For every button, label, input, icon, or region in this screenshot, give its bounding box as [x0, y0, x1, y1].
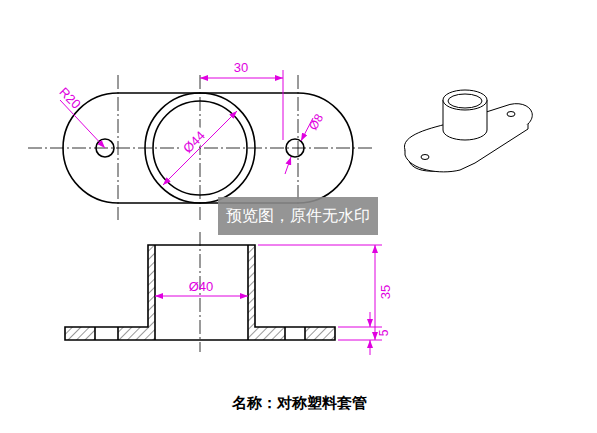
center-lines: [28, 75, 372, 352]
radius-dimension: R20: [57, 85, 83, 111]
top-view: [63, 93, 353, 203]
length-dimension: 30: [234, 61, 248, 74]
dimension-lines: [155, 245, 382, 355]
dimension-lines: [60, 70, 313, 185]
caption: 名称：对称塑料套管: [232, 396, 367, 411]
isometric-view: [404, 90, 532, 172]
diameter-dimension: Ø44: [179, 127, 208, 156]
watermark: 预览图，原件无水印: [226, 208, 370, 224]
height-dimension: 35: [379, 285, 392, 299]
diameter-dimension: Ø40: [189, 280, 214, 293]
hole-diameter-dimension: Ø8: [307, 112, 325, 132]
watermark-panel: [218, 197, 378, 235]
front-view: [65, 245, 335, 340]
thickness-dimension: 5: [378, 330, 390, 337]
